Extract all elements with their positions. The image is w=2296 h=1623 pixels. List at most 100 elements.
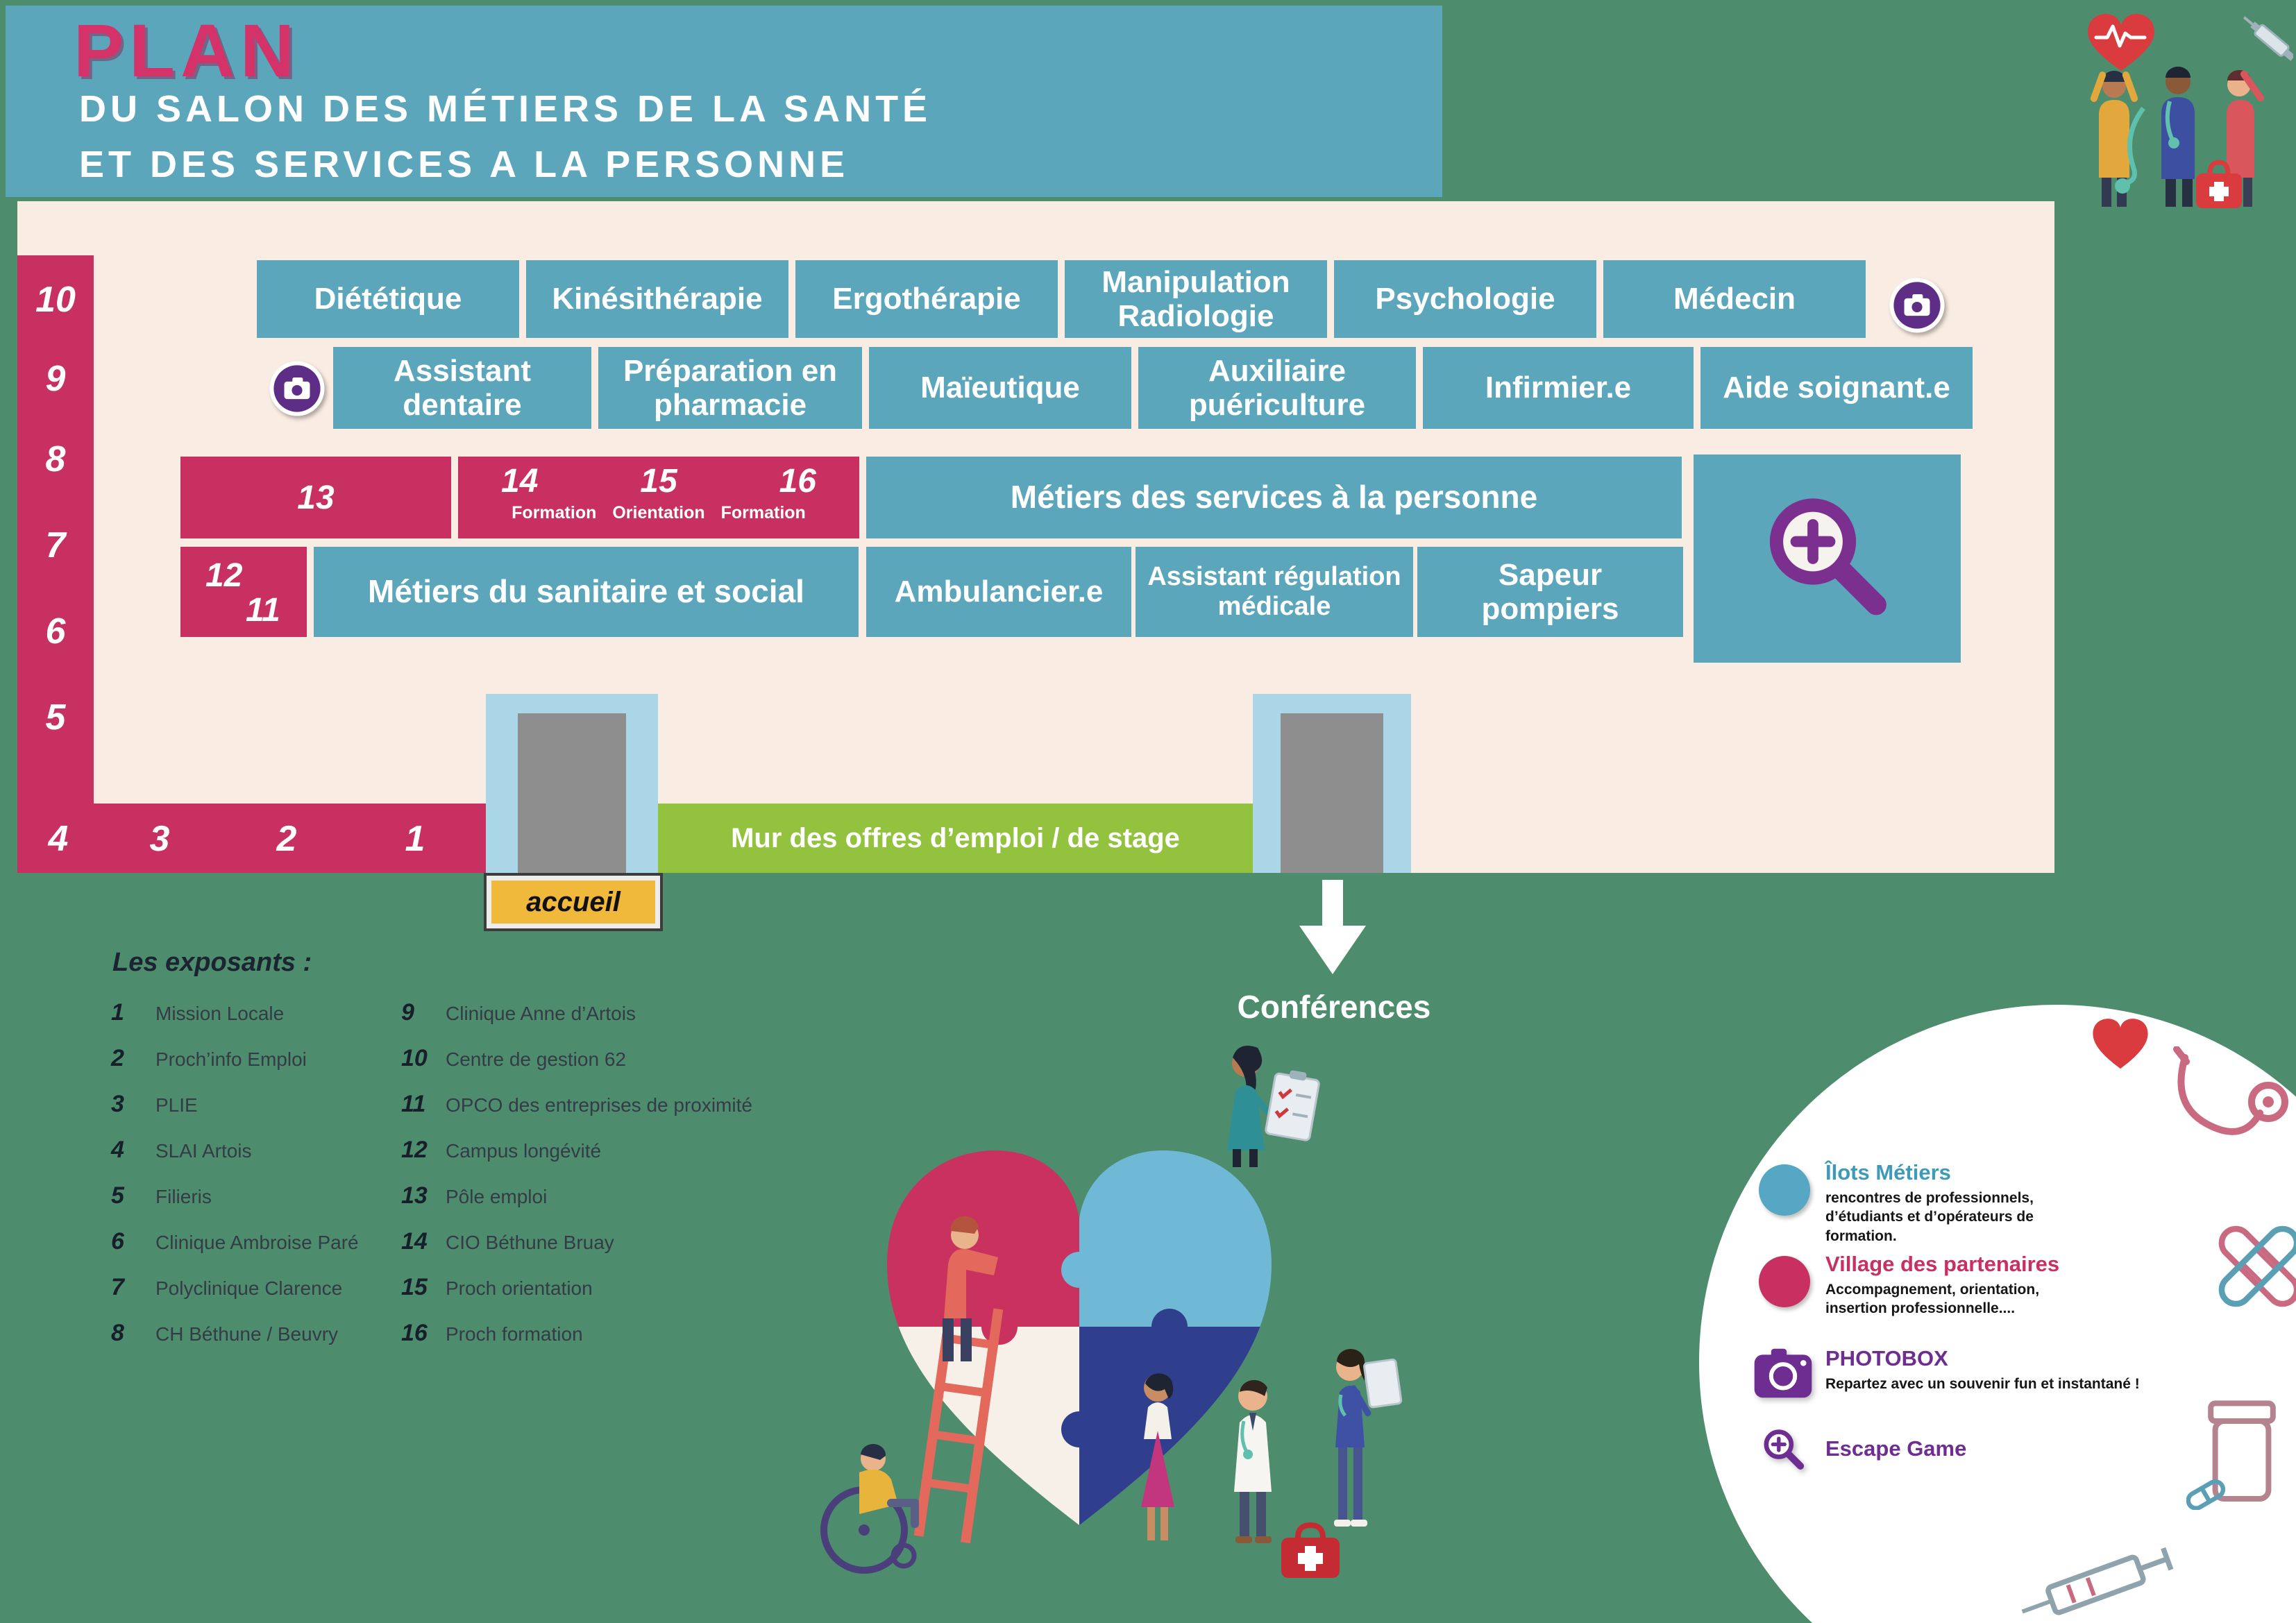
stand-number-1: 1 (405, 819, 425, 859)
stand-number-2: 2 (276, 819, 297, 859)
heart-doodle (2093, 1019, 2148, 1069)
pill-bottle-doodle (2186, 1400, 2276, 1510)
zone-dietetique: Diététique (257, 260, 519, 338)
exposant-name: SLAI Artois (155, 1140, 252, 1162)
zone-sapeur-pompiers: Sapeur pompiers (1417, 547, 1683, 637)
stand-number-4: 4 (48, 819, 69, 859)
zone-medecin: Médecin (1603, 260, 1866, 338)
conference-door (1281, 713, 1383, 873)
zone-sanitaire-et-social: Métiers du sanitaire et social (314, 547, 859, 637)
exposant-name: Campus longévité (446, 1140, 602, 1162)
stand-number-3: 3 (149, 819, 170, 859)
partner-number-13: 13 (297, 479, 335, 516)
exposant-name: Centre de gestion 62 (446, 1048, 626, 1070)
exposant-name: Clinique Anne d’Artois (446, 1003, 636, 1024)
partner-number-16: 16 (779, 463, 816, 500)
exposant-number: 8 (111, 1320, 124, 1346)
photobox-legend-camera-icon (1754, 1348, 1812, 1398)
escape-game-magnifier-icon (1764, 1429, 1805, 1470)
exposant-number: 11 (401, 1091, 426, 1117)
exposant-name: Mission Locale (155, 1003, 285, 1024)
exposant-name: Clinique Ambroise Paré (155, 1232, 359, 1253)
stand-number-10: 10 (35, 280, 76, 320)
exposant-row-6: 6 Clinique Ambroise Paré (111, 1228, 359, 1255)
exposant-row-9: 9 Clinique Anne d’Artois (401, 999, 636, 1026)
exposant-row-10: 10 Centre de gestion 62 (401, 1045, 626, 1072)
exposant-row-15: 15 Proch orientation (401, 1274, 593, 1301)
exposant-row-5: 5 Filieris (111, 1182, 212, 1209)
exposant-number: 16 (401, 1320, 428, 1346)
exposant-name: Filieris (155, 1186, 212, 1207)
exposant-name: Proch formation (446, 1323, 583, 1345)
exposant-number: 7 (111, 1274, 124, 1300)
legend-ilots-desc: rencontres de professionnels, d’étudiant… (1825, 1190, 2034, 1244)
entrance-door (518, 713, 626, 873)
photobox-camera-icon (1888, 276, 1946, 338)
zone-ergotherapie: Ergothérapie (795, 260, 1058, 338)
exposant-name: CIO Béthune Bruay (446, 1232, 614, 1253)
legend-village-title: Village des partenaires (1825, 1252, 2060, 1276)
partner-block-caption: Formation Orientation Formation (512, 503, 806, 522)
exposant-row-7: 7 Polyclinique Clarence (111, 1274, 342, 1301)
zone-kinesitherapie: Kinésithérapie (526, 260, 788, 338)
exposant-name: CH Béthune / Beuvry (155, 1323, 339, 1345)
partner-number-15: 15 (640, 463, 677, 500)
zone-ambulancier: Ambulancier.e (866, 547, 1131, 637)
accueil-sign-label: accueil (491, 881, 655, 924)
exposant-name: Polyclinique Clarence (155, 1277, 343, 1299)
exposant-number: 5 (111, 1182, 124, 1209)
legend-ilots-metiers: Îlots Métiers rencontres de professionne… (1825, 1160, 2103, 1246)
zone-psychologie: Psychologie (1334, 260, 1596, 338)
escape-game-zone (1694, 454, 1961, 663)
legend-photobox-desc: Repartez avec un souvenir fun et instant… (1825, 1376, 2140, 1392)
zone-auxiliaire-puericulture: Auxiliaire puériculture (1138, 347, 1416, 429)
zone-aide-soignant: Aide soignant.e (1700, 347, 1973, 429)
magnifier-plus-icon (1769, 498, 1886, 615)
zone-maieutique: Maïeutique (869, 347, 1131, 429)
down-arrow-icon (1299, 880, 1366, 974)
syringe-doodle (2021, 1547, 2174, 1615)
exposant-name: Proch’info Emploi (155, 1048, 307, 1070)
exposant-number: 6 (111, 1228, 124, 1255)
stand-number-8: 8 (45, 439, 66, 479)
conferences-label: Conférences (1237, 989, 1431, 1025)
exposant-row-2: 2 Proch’info Emploi (111, 1045, 307, 1072)
exposant-number: 12 (401, 1137, 428, 1163)
village-partenaires-dot-icon (1759, 1256, 1810, 1307)
zone-assistant-dentaire: Assistant dentaire (333, 347, 591, 429)
partner-number-12: 12 (205, 557, 243, 594)
exposant-number: 14 (401, 1228, 428, 1255)
photobox-camera-icon (268, 359, 326, 421)
legend-escape-game: Escape Game (1825, 1436, 1966, 1461)
exposant-number: 3 (111, 1091, 124, 1117)
exposant-row-3: 3 PLIE (111, 1091, 198, 1118)
bandaid-doodle (2218, 1225, 2296, 1307)
legend-village-desc: Accompagnement, orientation, insertion p… (1825, 1282, 2040, 1317)
zone-assistant-regulation-medicale: Assistant régulation médicale (1136, 547, 1413, 637)
partner-block-14-15-16: 14 15 16 Formation Orientation Formation (458, 457, 859, 538)
zone-manipulation-radiologie: Manipulation Radiologie (1065, 260, 1327, 338)
legend-panel: Îlots Métiers rencontres de professionne… (1699, 1005, 2296, 1623)
poster-subtitle-2: ET DES SERVICES A LA PERSONNE (79, 144, 850, 185)
exposant-name: Pôle emploi (446, 1186, 548, 1207)
exposant-name: PLIE (155, 1094, 198, 1116)
exposant-name: Proch orientation (446, 1277, 593, 1299)
legend-photobox: PHOTOBOX Repartez avec un souvenir fun e… (1825, 1346, 2186, 1393)
legend-escape-title: Escape Game (1825, 1436, 1967, 1461)
exposant-number: 9 (401, 999, 414, 1026)
stethoscope-doodle (2173, 1046, 2288, 1135)
exposant-number: 15 (401, 1274, 428, 1300)
poster-title: PLAN (74, 8, 300, 92)
healthcare-team-illustration (2088, 14, 2293, 208)
header-banner (6, 6, 1442, 197)
partner-block-11-12: 12 11 (180, 547, 307, 637)
stand-number-9: 9 (45, 359, 66, 399)
partner-stands-band-horizontal (17, 804, 486, 873)
partner-number-11: 11 (246, 592, 280, 629)
exposant-number: 2 (111, 1045, 124, 1071)
exposant-number: 10 (401, 1045, 428, 1071)
